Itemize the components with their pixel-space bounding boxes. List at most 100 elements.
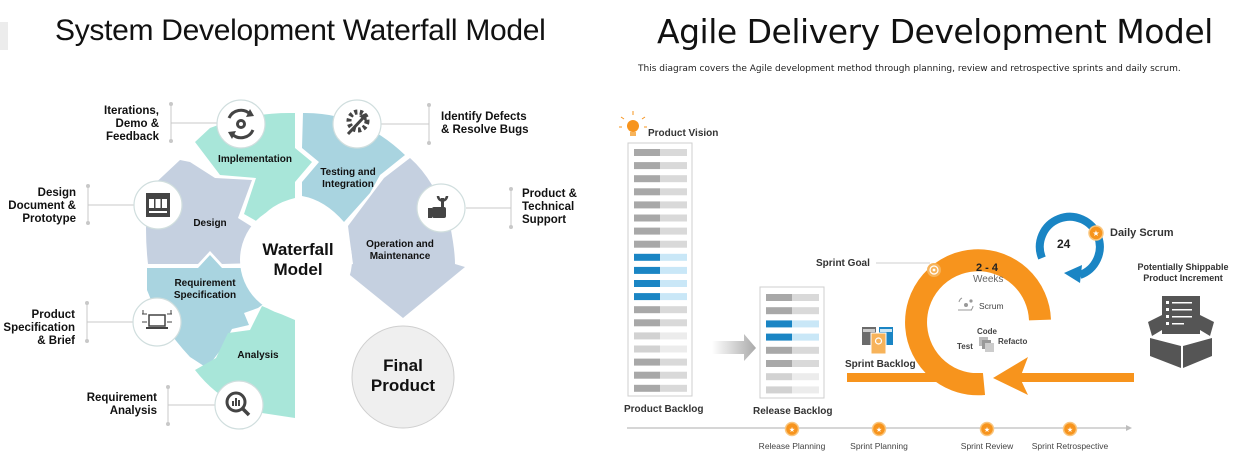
backlog-row-key [766,320,792,328]
timeline-star-icon [871,421,887,437]
stage-label-text: Operation and [366,239,434,250]
stage-label-text: Specification [173,290,237,301]
backlog-row-key [634,201,660,209]
backlog-row-key [634,162,660,170]
timeline-label: Sprint Review [960,441,1014,451]
center-disc [240,204,352,316]
backlog-row-value [660,188,687,196]
stage-label-text: Integration [322,179,374,190]
backlog-row-key [634,240,660,248]
stage-label-text: Requirement [174,278,236,289]
waterfall-center-label: Waterfall Model [248,240,348,280]
backlog-row-key [766,294,792,301]
backlog-row-value [660,306,687,314]
timeline-star-icon [979,421,995,437]
stage-label-text: Design [193,218,227,229]
backlog-row-value [792,294,819,301]
scrum-team-icon [958,297,974,311]
backlog-row-value [660,293,687,301]
callout-line: Specification [3,322,75,334]
stage-design-shape [146,160,258,264]
agile-title: Agile Delivery Development Model [657,12,1213,51]
backlog-row-value [792,333,819,341]
callout-identify-defects: Identify Defects & Resolve Bugs [441,111,551,137]
backlog-row-key [634,319,660,327]
stage-label-text: Testing and [320,167,376,178]
timeline-label: Sprint Retrospective [1031,441,1109,451]
gear-arrow-icon [332,99,382,149]
release-backlog-rows [766,294,819,394]
star-glyph: ★ [984,426,990,434]
daily-scrum-loop [1035,212,1104,283]
final-label-line: Product [370,376,436,395]
backlog-row-key [634,345,660,353]
waterfall-title: System Development Waterfall Model [55,14,546,47]
stage-operation-label: Operation and Maintenance [350,239,450,263]
backlog-row-key [634,149,660,156]
product-backlog-label: Product Backlog [624,404,704,415]
backlog-row-value [660,162,687,170]
callout-line: Product & [522,188,577,200]
sprint-cycle-loop [847,249,1134,396]
wrench-hand-icon [416,183,466,233]
backlog-row-key [634,175,660,183]
callout-line: Iterations, [104,105,159,117]
backlog-row-value [660,253,687,261]
daily-hours: 24 [1057,237,1071,251]
svg-text:★: ★ [1092,229,1099,238]
center-label-line: Waterfall [262,240,334,259]
callout-line: Design [37,187,76,199]
star-glyph: ★ [876,426,882,434]
backlog-row-value [792,386,819,394]
magnifier-chart-icon [214,380,264,430]
flow-arrow [712,334,756,361]
release-backlog-label: Release Backlog [753,406,833,417]
callout-product-specification: Product Specification & Brief [2,309,75,348]
code-label: Code [977,327,997,336]
callout-line: & Brief [37,335,75,347]
final-label-line: Final [383,356,423,375]
star-glyph: ★ [789,426,795,434]
callout-design-document: Design Document & Prototype [6,187,76,226]
backlog-row-key [634,306,660,314]
backlog-row-key [766,386,792,394]
final-product-label: Final Product [353,356,453,396]
backlog-row-key [634,214,660,222]
layout-window-icon [133,180,183,230]
center-label-line: Model [273,260,323,279]
shippable-increment-label: Potentially Shippable Product Increment [1128,262,1238,284]
cycle-duration: 2 - 4 [976,262,999,274]
callout-line: Requirement [86,392,157,404]
cycle-unit: Weeks [973,274,1004,285]
stage-label-text: Analysis [237,350,279,361]
product-vision-label: Product Vision [648,128,719,139]
lightbulb-icon [619,111,647,136]
callout-iterations: Iterations, Demo & Feedback [95,105,159,144]
scrum-label: Scrum [979,301,1004,311]
backlog-row-key [634,227,660,235]
timeline-star-icon [1062,421,1078,437]
backlog-row-value [660,266,687,274]
backlog-row-value [660,332,687,340]
callout-line: Support [522,214,567,226]
daily-scrum-badge-icon: ★ [1088,225,1104,241]
backlog-row-value [792,346,819,354]
backlog-row-key [766,333,792,341]
final-product-circle [351,325,455,429]
backlog-row-key [634,280,660,287]
stage-design-label: Design [160,218,260,230]
backlog-row-value [660,280,687,287]
backlog-row-value [660,175,687,183]
test-label: Test [957,342,973,351]
backlog-row-value [660,149,687,156]
stage-testing-label: Testing and Integration [298,167,398,191]
backlog-row-value [660,201,687,209]
stage-requirement-specification-label: Requirement Specification [155,278,255,302]
callout-line: & Resolve Bugs [441,124,529,136]
timeline-label: Sprint Planning [850,441,908,451]
backlog-row-key [766,346,792,354]
stage-analysis-label: Analysis [208,350,308,362]
backlog-row-key [634,332,660,340]
backlog-row-value [660,358,687,366]
stage-requirement-specification-shape [147,255,276,368]
